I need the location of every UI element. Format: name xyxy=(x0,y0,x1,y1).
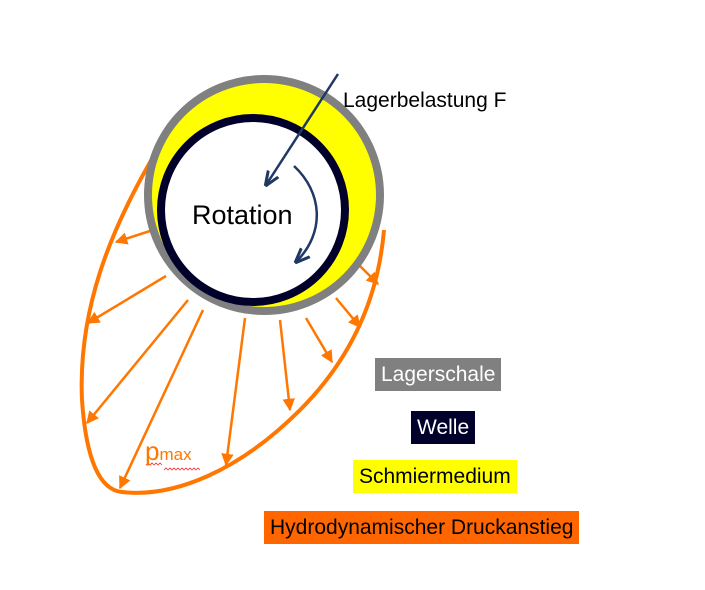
legend-lubricant: Schmiermedium xyxy=(353,460,517,493)
legend-pressure-rise: Hydrodynamischer Druckanstieg xyxy=(264,511,580,544)
pressure-arrow xyxy=(86,299,189,424)
legend-bearing-shell: Lagerschale xyxy=(375,358,502,391)
pressure-arrow xyxy=(359,265,379,285)
rotation-arrow xyxy=(294,165,319,262)
pressure-arrow xyxy=(114,229,151,245)
legend-shaft: Welle xyxy=(411,411,476,444)
spellcheck-underline xyxy=(145,462,201,471)
pmax-label: pmax xyxy=(145,438,192,464)
pmax-subscript: max xyxy=(159,445,192,464)
load-arrow xyxy=(266,73,340,185)
pressure-distribution-curve xyxy=(79,150,386,495)
pressure-arrow xyxy=(304,317,334,364)
pressure-arrow xyxy=(221,317,247,467)
pressure-arrow xyxy=(335,297,361,328)
pressure-arrow xyxy=(86,274,167,325)
pressure-arrow xyxy=(278,319,295,412)
load-label: Lagerbelastung F xyxy=(343,89,507,112)
pressure-arrows xyxy=(86,229,379,490)
pmax-symbol: p xyxy=(145,436,160,466)
pressure-arrow xyxy=(118,309,205,490)
rotation-label: Rotation xyxy=(192,200,293,230)
